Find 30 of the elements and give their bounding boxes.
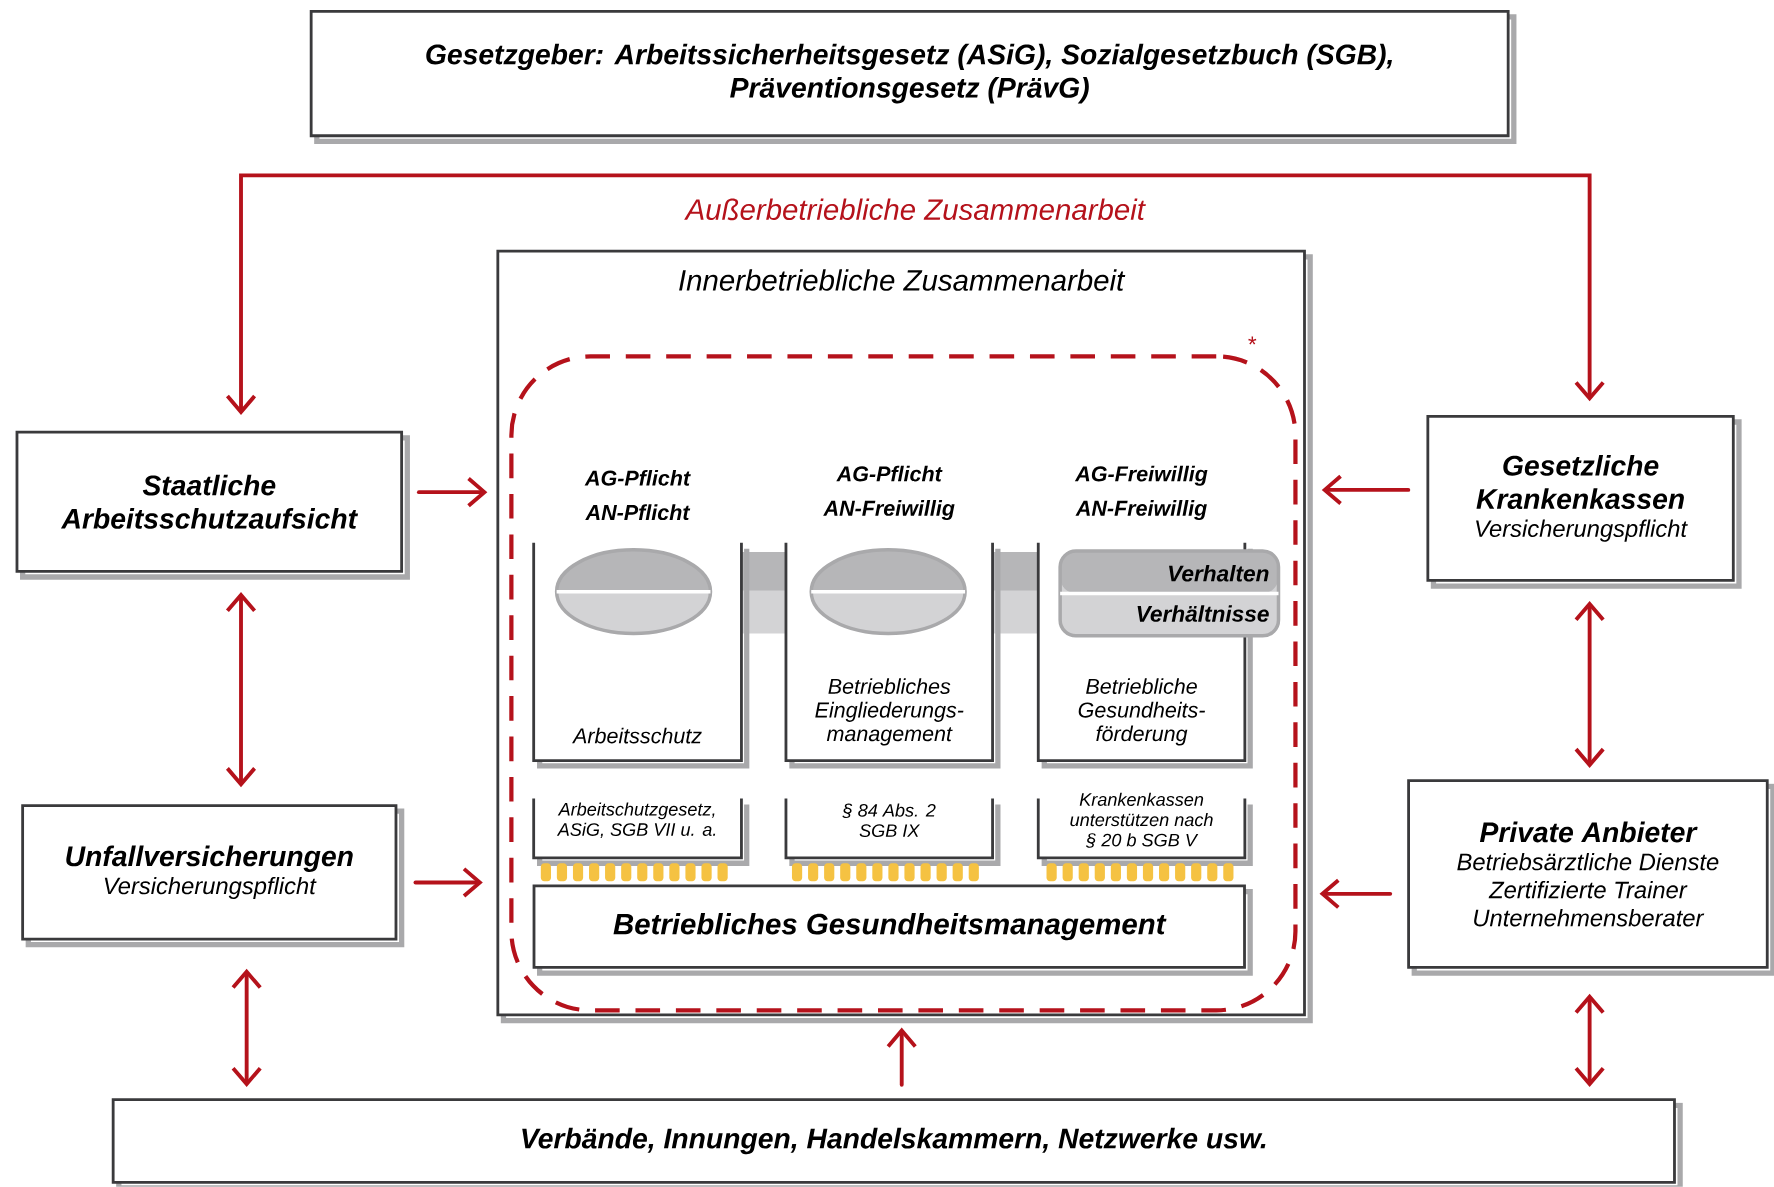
arrow xyxy=(231,968,262,1088)
reference-box: § 84 Abs. 2 SGB IX xyxy=(784,783,1001,866)
node-label: Arbeitschutzgesetz, ASiG, SGB VII u. a. xyxy=(556,802,716,839)
arrow xyxy=(1574,601,1605,769)
node-label: Krankenkassen unterstützen nach § 20 b SGB V xyxy=(1070,792,1213,848)
reference-box: Arbeitschutzgesetz, ASiG, SGB VII u. a. xyxy=(532,783,750,866)
institution-box: Private Anbieter Betriebsärztliche Dienste Zertifizierte Trainer Unternehmensberater xyxy=(1407,779,1774,976)
base-box: Betriebliches Gesundheitsmanagement xyxy=(532,884,1253,976)
pillar-heading: AG-Pflicht AN-Freiwillig xyxy=(823,465,955,521)
node-label: § 84 Abs. 2 SGB IX xyxy=(842,803,936,838)
arrow xyxy=(1574,993,1605,1088)
lens-shape xyxy=(554,548,713,636)
institution-box: Gesetzliche Krankenkassen Versicherungspflicht xyxy=(1426,415,1742,589)
arrow xyxy=(413,867,483,898)
pillar-heading: AG-Pflicht AN-Pflicht xyxy=(584,470,691,521)
lens-shape xyxy=(809,548,967,636)
institution-box: Unfallversicherungen Versicherungspflicht xyxy=(21,804,405,948)
arrow xyxy=(225,173,1605,415)
node-label: * xyxy=(1248,336,1257,345)
arrow xyxy=(225,592,257,788)
edge-label: Außerbetriebliche Zusammenarbeit xyxy=(682,195,1149,224)
title-box: Gesetzgeber: Arbeitssicherheitsgesetz (ASiG), Sozialgesetzbuch (SGB), Präventionsgesetz (PrävG) xyxy=(309,10,1517,145)
arrow xyxy=(416,477,488,508)
reference-box: Krankenkassen unterstützen nach § 20 b SGB V xyxy=(1036,783,1253,866)
arrow xyxy=(1319,878,1393,909)
institution-box: Verbände, Innungen, Handelskammern, Netzwerke usw. xyxy=(111,1098,1683,1187)
institution-box: Staatliche Arbeitsschutzaufsicht xyxy=(15,430,410,580)
pillar-heading: AG-Freiwillig AN-Freiwillig xyxy=(1074,465,1208,521)
arrow xyxy=(1321,474,1411,506)
lens-band: Verhalten Verhältnisse xyxy=(1058,549,1281,638)
